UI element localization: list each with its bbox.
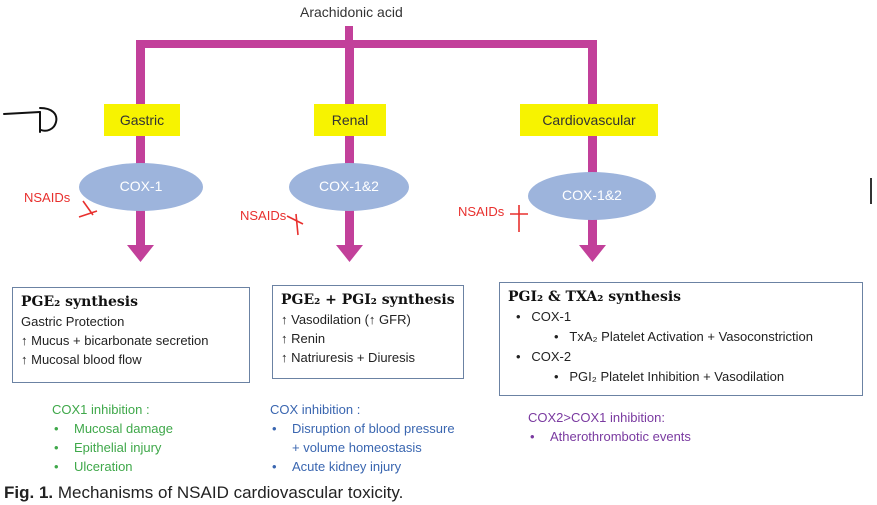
renal-inhibit-symbol xyxy=(286,213,304,236)
cardio-cox2-detail-text: PGI₂ Platelet Inhibition + Vasodilation xyxy=(569,369,785,384)
renal-note-item: Disruption of blood pressure xyxy=(270,419,455,438)
renal-box-line: ↑ Natriuresis + Diuresis xyxy=(281,350,416,365)
cardio-note-item: Atherothrombotic events xyxy=(528,427,691,446)
renal-note-title: COX inhibition : xyxy=(270,402,361,417)
gastric-inhibition-note: COX1 inhibition : Mucosal damage Epithel… xyxy=(52,400,173,476)
cardio-note-title: COX2>COX1 inhibition: xyxy=(528,410,665,425)
renal-enzyme-label: COX-1&2 xyxy=(319,178,379,194)
figure-caption-label: Fig. 1. xyxy=(4,483,54,502)
renal-label: Renal xyxy=(314,104,386,136)
gastric-inhibit-symbol xyxy=(78,200,98,218)
gastric-arrowhead xyxy=(127,245,154,262)
renal-shaft xyxy=(345,40,354,250)
gastric-cox-ellipse xyxy=(79,163,203,211)
gastric-label: Gastric xyxy=(104,104,180,136)
cardio-cox2-label: COX-2 xyxy=(531,349,572,364)
figure-caption-text: Mechanisms of NSAID cardiovascular toxic… xyxy=(57,483,404,502)
cardio-cox1-label: COX-1 xyxy=(531,309,572,324)
handwritten-arrow-mark xyxy=(3,107,58,133)
gastric-note-item: Mucosal damage xyxy=(52,419,173,438)
gastric-nsaids-label: NSAIDs xyxy=(24,190,71,205)
renal-nsaids-label: NSAIDs xyxy=(240,208,287,223)
cardio-box-heading: PGI₂ & TXA₂ synthesis xyxy=(508,289,682,305)
cardio-inhibit-symbol xyxy=(510,205,528,232)
gastric-enzyme-label: COX-1 xyxy=(119,178,163,194)
cardio-shaft xyxy=(588,40,597,250)
gastric-shaft xyxy=(136,40,145,250)
gastric-box-line: ↑ Mucosal blood flow xyxy=(21,352,142,367)
branch-bar xyxy=(136,40,596,48)
cardio-cox-ellipse xyxy=(528,172,656,220)
arachidonic-acid-label: Arachidonic acid xyxy=(300,4,403,20)
renal-cox-ellipse xyxy=(289,163,409,211)
cardio-arrowhead xyxy=(579,245,606,262)
renal-box-line: ↑ Vasodilation (↑ GFR) xyxy=(281,312,411,327)
cardio-enzyme-label: COX-1&2 xyxy=(562,187,622,203)
gastric-note-item: Ulceration xyxy=(52,457,173,476)
cardio-synthesis-box: PGI₂ & TXA₂ synthesis • COX-1 • TxA₂ Pla… xyxy=(499,282,863,396)
renal-synthesis-box: PGE₂ + PGI₂ synthesis ↑ Vasodilation (↑ … xyxy=(272,285,464,379)
gastric-box-line: ↑ Mucus + bicarbonate secretion xyxy=(21,333,209,348)
gastric-note-item: Epithelial injury xyxy=(52,438,173,457)
trunk-line xyxy=(345,26,353,44)
gastric-synthesis-box: PGE₂ synthesis Gastric Protection ↑ Mucu… xyxy=(12,287,250,383)
figure-caption: Fig. 1. Mechanisms of NSAID cardiovascul… xyxy=(4,483,403,503)
renal-note-continuation: + volume homeostasis xyxy=(292,440,422,455)
cardiovascular-label: Cardiovascular xyxy=(520,104,658,136)
renal-box-heading: PGE₂ + PGI₂ synthesis xyxy=(281,292,455,308)
cardio-cox1-item: • COX-1 xyxy=(516,309,572,324)
cardio-nsaids-label: NSAIDs xyxy=(458,204,505,219)
renal-note-item: Acute kidney injury xyxy=(270,457,455,476)
cardio-cox2-detail: • PGI₂ Platelet Inhibition + Vasodilatio… xyxy=(554,369,785,384)
renal-arrowhead xyxy=(336,245,363,262)
gastric-box-line: Gastric Protection xyxy=(21,314,125,329)
cardio-cox1-detail: • TxA₂ Platelet Activation + Vasoconstri… xyxy=(554,329,814,344)
renal-inhibition-note: COX inhibition : Disruption of blood pre… xyxy=(270,400,455,476)
cardio-inhibition-note: COX2>COX1 inhibition: Atherothrombotic e… xyxy=(528,408,691,446)
renal-box-line: ↑ Renin xyxy=(281,331,326,346)
scroll-marker xyxy=(870,178,872,204)
gastric-box-heading: PGE₂ synthesis xyxy=(21,294,138,310)
cardio-cox1-detail-text: TxA₂ Platelet Activation + Vasoconstrict… xyxy=(569,329,814,344)
cardio-cox2-item: • COX-2 xyxy=(516,349,572,364)
gastric-note-title: COX1 inhibition : xyxy=(52,402,150,417)
